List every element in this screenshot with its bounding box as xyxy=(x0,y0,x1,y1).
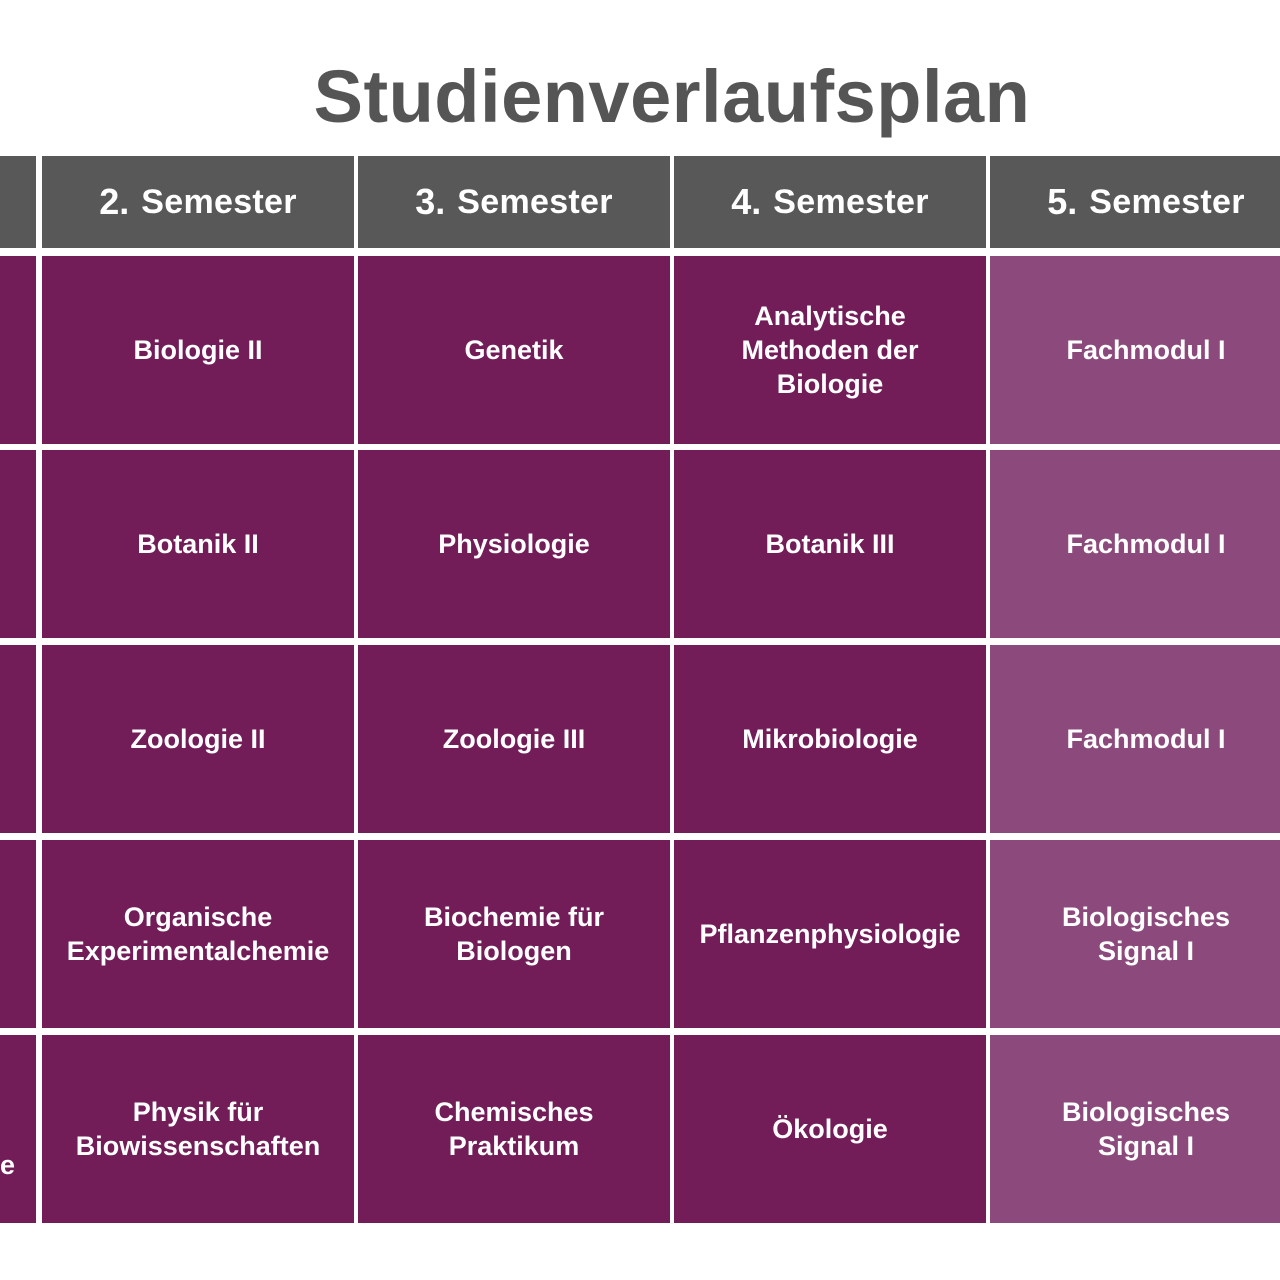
module-cell: Biologisches Signal I xyxy=(990,1035,1280,1223)
semester-label: Semester xyxy=(1089,182,1245,221)
module-cell: Mikrobiologie xyxy=(674,645,986,833)
page-title: Studienverlaufsplan xyxy=(313,55,1031,138)
module-cell: Fachmodul I xyxy=(990,256,1280,444)
module-cell-partial xyxy=(0,1035,36,1223)
module-cell: Botanik III xyxy=(674,450,986,638)
semester-header: 2. Semester xyxy=(42,156,354,248)
semester-number: 5. xyxy=(1047,181,1078,222)
semester-header: 5. Semester xyxy=(990,156,1280,248)
module-text-fragment: e xyxy=(0,1150,16,1180)
semester-label: Semester xyxy=(457,182,613,221)
module-cell: Pflanzenphysiologie xyxy=(674,840,986,1028)
module-cell: Physiologie xyxy=(358,450,670,638)
semester-column-4: 4. Semester Analytische Methoden der Bio… xyxy=(674,0,986,1280)
module-cell: Biologisches Signal I xyxy=(990,840,1280,1028)
module-cell: Chemisches Praktikum xyxy=(358,1035,670,1223)
module-cell: Physik für Biowissenschaften xyxy=(42,1035,354,1223)
module-cell-partial xyxy=(0,450,36,638)
semester-number: 4. xyxy=(731,181,762,222)
module-cell: Botanik II xyxy=(42,450,354,638)
module-cell-partial xyxy=(0,840,36,1028)
semester-number: 2. xyxy=(99,181,130,222)
semester-label: Semester xyxy=(141,182,297,221)
semester-label: Semester xyxy=(773,182,929,221)
semester-column-5: 5. Semester Fachmodul I Fachmodul I Fach… xyxy=(990,0,1280,1280)
module-cell-partial xyxy=(0,256,36,444)
module-cell: Zoologie III xyxy=(358,645,670,833)
module-cell: Organische Experimentalchemie xyxy=(42,840,354,1028)
semester-header: 4. Semester xyxy=(674,156,986,248)
module-cell: Biochemie für Biologen xyxy=(358,840,670,1028)
module-cell: Biologie II xyxy=(42,256,354,444)
module-cell: Genetik xyxy=(358,256,670,444)
semester-column-2: 2. Semester Biologie II Botanik II Zoolo… xyxy=(42,0,354,1280)
module-cell: Analytische Methoden der Biologie xyxy=(674,256,986,444)
module-cell-partial xyxy=(0,645,36,833)
semester-column-3: 3. Semester Genetik Physiologie Zoologie… xyxy=(358,0,670,1280)
module-cell: Zoologie II xyxy=(42,645,354,833)
module-cell: Ökologie xyxy=(674,1035,986,1223)
semester-number: 3. xyxy=(415,181,446,222)
module-cell: Fachmodul I xyxy=(990,645,1280,833)
semester-header-partial xyxy=(0,156,36,248)
semester-header: 3. Semester xyxy=(358,156,670,248)
module-cell: Fachmodul I xyxy=(990,450,1280,638)
semester-column-partial: e xyxy=(0,0,36,1280)
